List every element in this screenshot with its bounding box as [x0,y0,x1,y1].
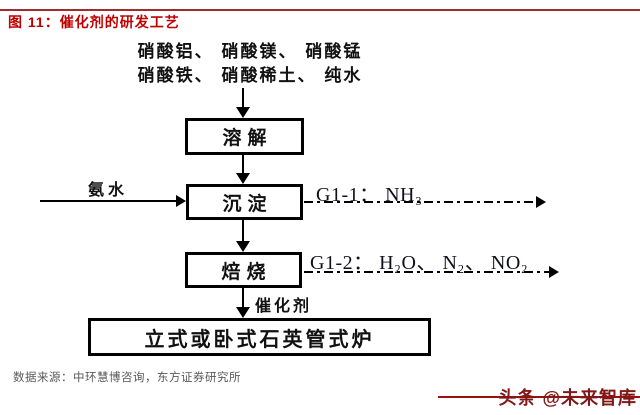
offgas2-label: G1-2： H₂O、 N₂、 NO₂ [310,252,529,274]
arrow-feed-to-dissolve-shaft [242,88,244,108]
process-box-dissolve: 溶解 [185,118,304,155]
arrow-offgas1-head [536,196,546,208]
figure-title: 图 11：催化剂的研发工艺 [8,14,180,30]
arrow-precipitate-to-calcine-shaft [242,220,244,241]
process-box-precipitate: 沉淀 [186,184,303,220]
top-red-rule [0,9,640,11]
watermark-text: 头条 @未来智库 [498,388,637,408]
arrow-precipitate-to-calcine-head [236,241,250,252]
arrow-ammonia-shaft [40,200,176,202]
ammonia-label: 氨水 [88,180,129,199]
offgas1-label: G1-1： NH₃ [316,184,423,206]
feedstock-text: 硝酸铝、 硝酸镁、 硝酸锰 硝酸铁、 硝酸稀土、 纯水 [95,40,405,88]
arrow-dissolve-to-precipitate-head [236,173,250,184]
process-box-furnace: 立式或卧式石英管式炉 [88,318,431,356]
feedstock-line-1: 硝酸铝、 硝酸镁、 硝酸锰 [137,42,363,62]
arrow-calcine-to-furnace-head [236,307,250,318]
arrow-dissolve-to-precipitate-shaft [242,155,244,173]
arrow-calcine-to-furnace-shaft [242,288,244,307]
feedstock-line-2: 硝酸铁、 硝酸稀土、 纯水 [137,66,363,86]
process-box-calcine: 焙烧 [185,252,302,288]
catalyst-label: 催化剂 [255,296,313,315]
watermark-rule [438,396,640,398]
arrow-offgas1-dashdot [304,201,536,203]
arrow-ammonia-head [176,195,186,207]
data-source-note: 数据来源：中环慧博咨询，东方证券研究所 [13,372,241,384]
arrow-offgas2-head [549,266,559,278]
arrow-offgas2-dashdot [304,271,549,273]
arrow-feed-to-dissolve-head [236,107,250,118]
